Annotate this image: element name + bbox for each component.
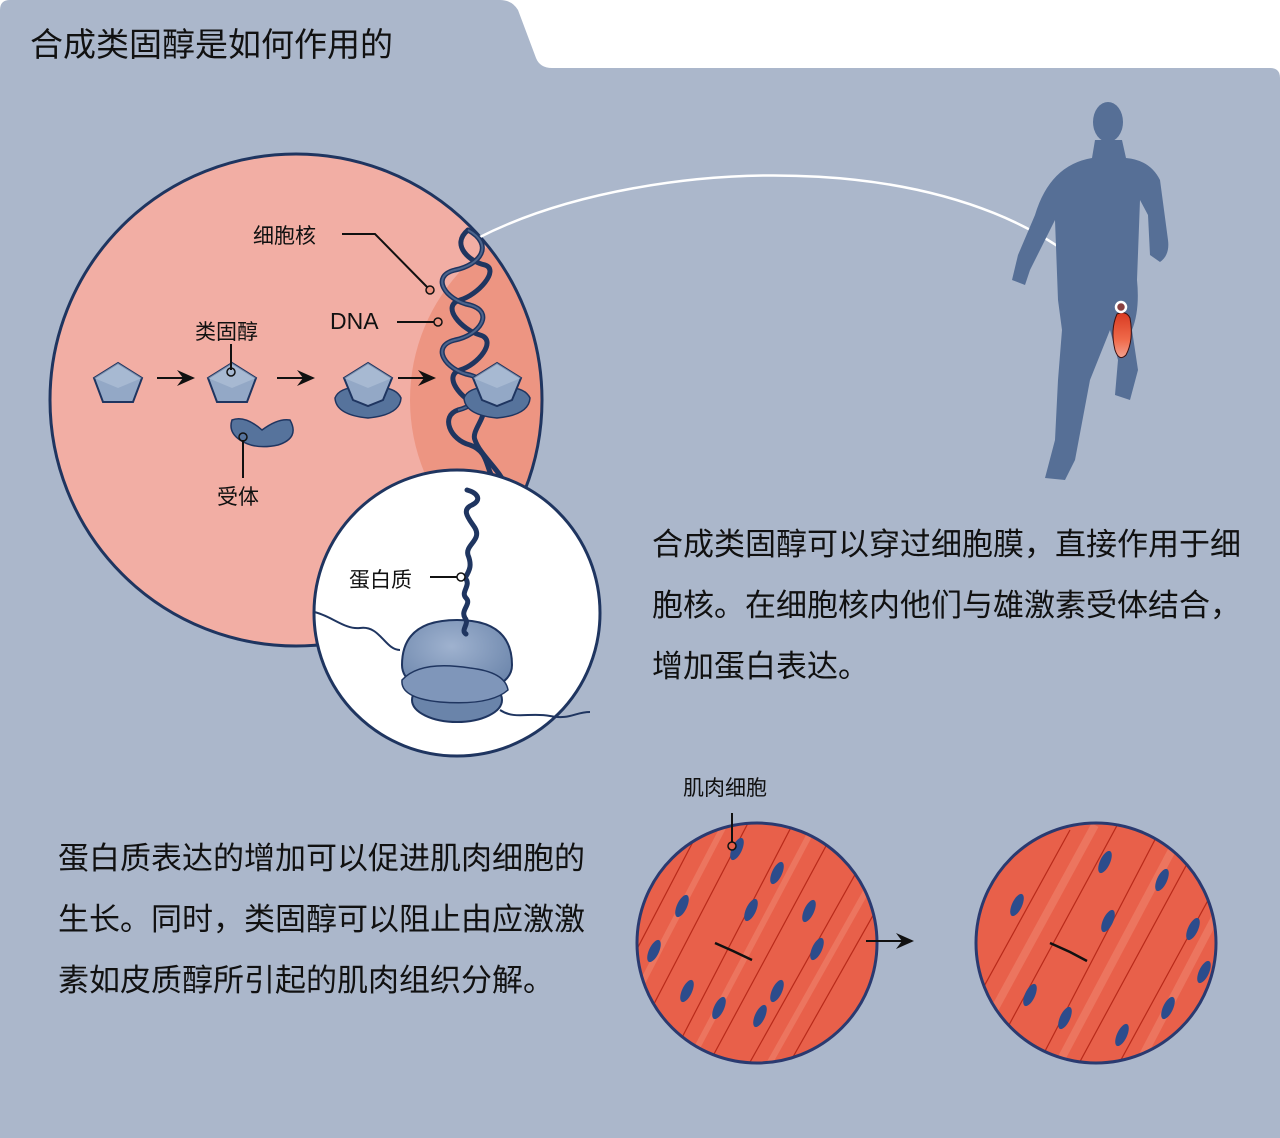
muscle-cell-label: 肌肉细胞 bbox=[683, 776, 767, 800]
complex-bound-dna-icon bbox=[463, 361, 531, 419]
receptor-label: 受体 bbox=[217, 485, 259, 509]
muscle-cells-before bbox=[635, 821, 879, 1065]
thigh-muscle-highlight bbox=[1112, 312, 1132, 359]
protein-label: 蛋白质 bbox=[349, 568, 412, 592]
explanation-paragraph-1: 合成类固醇可以穿过细胞膜，直接作用于细胞核。在细胞核内他们与雄激素受体结合，增加… bbox=[652, 527, 1241, 685]
steroid-label: 类固醇 bbox=[195, 320, 258, 344]
muscle-marker bbox=[1114, 300, 1128, 314]
nucleus-label: 细胞核 bbox=[253, 224, 316, 248]
steroid-receptor-complex-icon bbox=[334, 361, 402, 419]
dna-label: DNA bbox=[330, 308, 379, 334]
steroid-molecule-icon bbox=[92, 361, 144, 403]
protein-inset bbox=[312, 468, 602, 758]
muscle-cells-after bbox=[974, 821, 1218, 1065]
page-title: 合成类固醇是如何作用的 bbox=[30, 25, 393, 64]
explanation-paragraph-2: 蛋白质表达的增加可以促进肌肉细胞的生长。同时，类固醇可以阻止由应激激素如皮质醇所… bbox=[58, 841, 585, 999]
runner-silhouette-icon bbox=[1012, 102, 1169, 480]
